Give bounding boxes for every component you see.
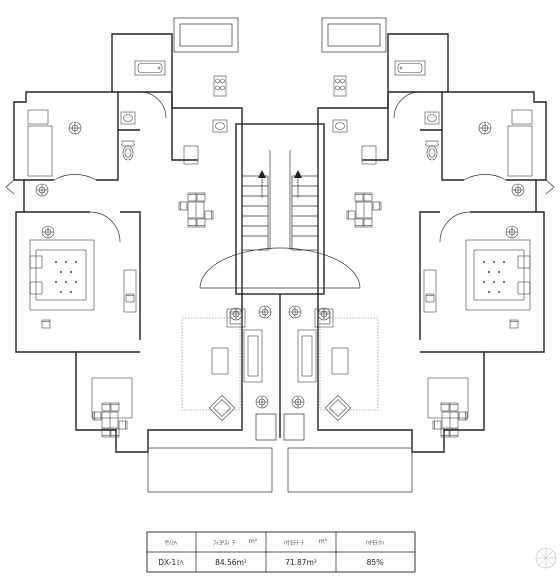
stove-icon [213, 75, 227, 97]
table-header-building-area: ﾌｨﾖ²ｽｨ ﾃ [213, 540, 235, 547]
bathtub-icon [134, 60, 166, 76]
bed-icon [27, 125, 53, 177]
table-cell-building-area: 84.56m² [215, 558, 247, 567]
sofa-icon [243, 329, 263, 383]
table-header-usage-rate: ﾊｹﾓﾃﾂﾊ [366, 540, 384, 547]
watermark-icon [535, 547, 557, 569]
table-header-usable-area-unit: m² [319, 538, 328, 545]
stair-arrow-icon [258, 170, 302, 198]
toilet-icon [121, 140, 135, 161]
sink-icon [120, 111, 136, 125]
area-table: ｻｿﾐﾍ ﾌｨﾖ²ｽｨ ﾃ m² ﾊｹﾓﾃﾃ ﾃ m² ﾊｹﾓﾃﾂﾊ DX-1ﾐ… [146, 531, 416, 573]
armchair-icon [211, 347, 229, 375]
table-header-type: ｻｿﾐﾍ [165, 540, 177, 547]
table-header-usable-area: ﾊｹﾓﾃﾃ ﾃ [284, 540, 304, 547]
table-cell-usage-rate: 85% [367, 558, 384, 567]
table-header-building-area-unit: m² [249, 538, 258, 545]
left-unit [5, 17, 273, 493]
right-unit [287, 17, 555, 493]
table-cell-type: DX-1ﾐﾍ [158, 558, 184, 567]
table-cell-usable-area: 71.87m² [285, 558, 317, 567]
bed-icon [29, 239, 95, 311]
stair-core [199, 123, 361, 441]
dining-table-icon [179, 193, 213, 227]
